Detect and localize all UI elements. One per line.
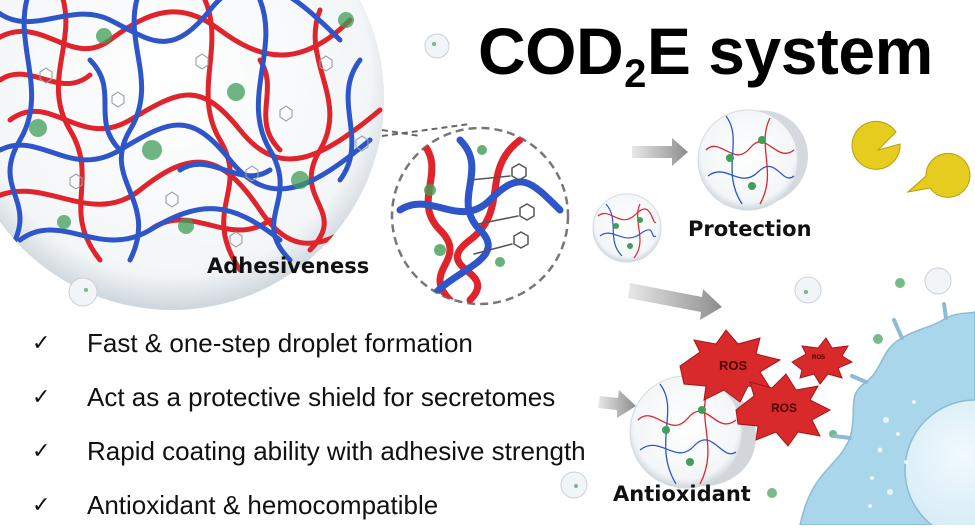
check-icon: ✓ <box>32 330 51 356</box>
feature-text: Antioxidant & hemocompatible <box>87 489 439 520</box>
antioxidant-label: Antioxidant <box>613 482 751 506</box>
cell <box>799 302 975 525</box>
antioxidant-droplet <box>629 375 756 489</box>
antioxidant-arrow-upper <box>628 283 722 320</box>
feature-item: ✓ Fast & one-step droplet formation <box>32 316 586 370</box>
hydrogel-network-sphere <box>0 0 384 310</box>
feature-item: ✓ Rapid coating ability with adhesive st… <box>32 424 586 478</box>
feature-list: ✓ Fast & one-step droplet formation ✓ Ac… <box>32 316 586 532</box>
protection-arrow <box>632 138 688 166</box>
feature-item: ✓ Act as a protective shield for secreto… <box>32 370 586 424</box>
ros-label: ROS <box>812 355 826 361</box>
feature-text: Act as a protective shield for secretome… <box>87 381 556 412</box>
zoomed-network-circle <box>390 126 570 306</box>
ros-label: ROS <box>719 358 748 373</box>
title-tail: E system <box>646 14 933 88</box>
check-icon: ✓ <box>32 384 51 410</box>
protected-droplet <box>697 109 808 211</box>
title-main: COD <box>478 14 624 88</box>
protection-label: Protection <box>688 217 812 241</box>
zoom-connector <box>381 123 471 137</box>
feature-text: Fast & one-step droplet formation <box>87 327 473 358</box>
check-icon: ✓ <box>32 438 51 464</box>
coated-droplet <box>592 193 662 263</box>
enzyme-shapes <box>851 120 971 198</box>
antioxidant-arrow-lower <box>598 390 636 418</box>
adhesiveness-label: Adhesiveness <box>207 254 370 278</box>
ros-bursts <box>679 329 854 447</box>
page-title: COD2E system <box>478 18 933 94</box>
feature-item: ✓ Antioxidant & hemocompatible <box>32 478 586 532</box>
free-droplets <box>68 33 952 499</box>
check-icon: ✓ <box>32 492 51 518</box>
feature-text: Rapid coating ability with adhesive stre… <box>87 435 586 466</box>
title-subscript: 2 <box>624 51 646 96</box>
ros-label: ROS <box>771 401 798 415</box>
